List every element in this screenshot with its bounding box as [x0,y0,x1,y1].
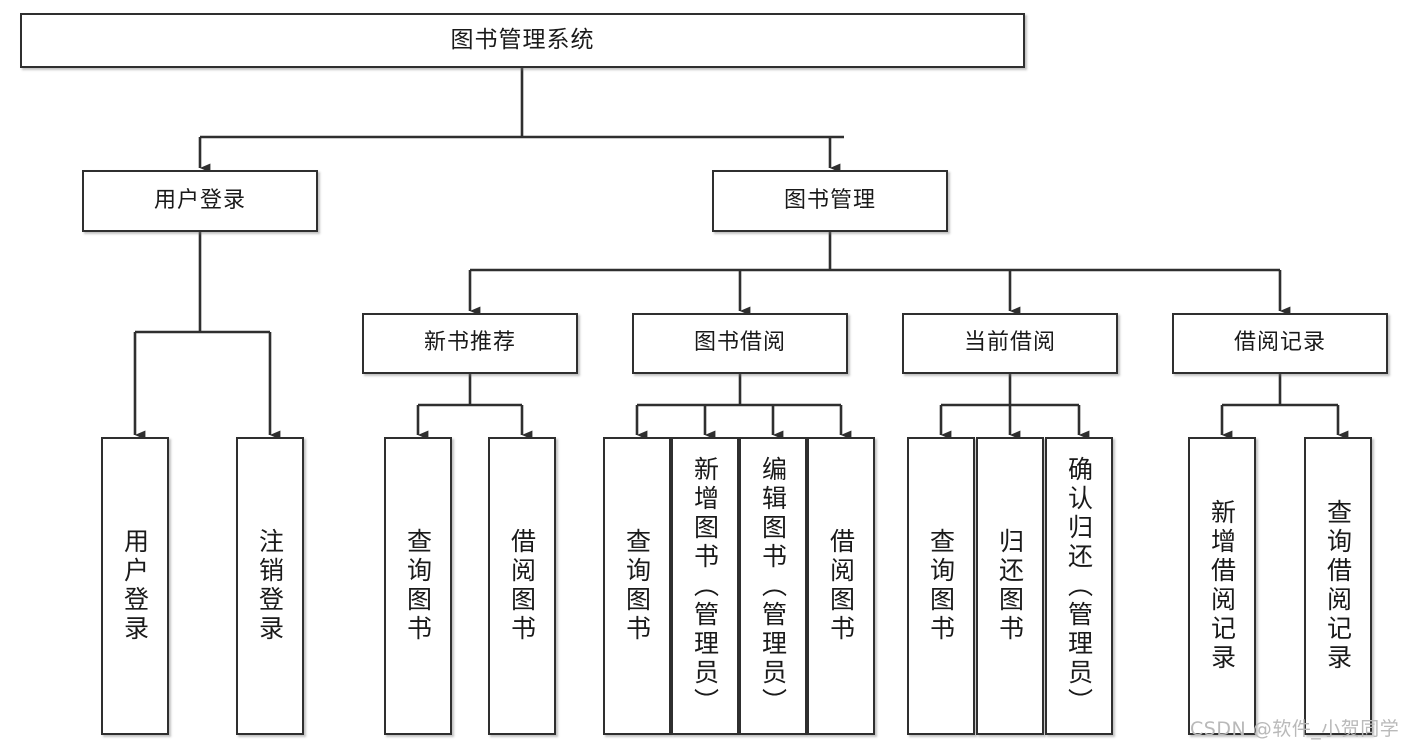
leaf-user-login[interactable]: 用户登录 [101,437,169,735]
node-user-login[interactable]: 用户登录 [82,170,318,232]
watermark: CSDN @软件_小贺同学 [1190,718,1400,740]
leaf-user-logout[interactable]: 注销登录 [236,437,304,735]
leaf-confirm-return-admin[interactable]: 确认归还（管理员） [1045,437,1113,735]
leaf-query-book-recommend[interactable]: 查询图书 [384,437,452,735]
node-book-management[interactable]: 图书管理 [712,170,948,232]
leaf-query-borrow-record[interactable]: 查询借阅记录 [1304,437,1372,735]
node-label: 图书管理系统 [450,27,595,54]
node-label: 当前借阅 [963,330,1056,356]
node-label: 注销登录 [255,528,285,644]
node-label: 借阅记录 [1233,330,1326,356]
node-label: 图书管理 [783,187,876,213]
node-label: 新书推荐 [423,330,516,356]
node-label: 图书借阅 [693,330,786,356]
leaf-edit-book-admin[interactable]: 编辑图书（管理员） [739,437,807,735]
node-borrow-record[interactable]: 借阅记录 [1172,313,1388,374]
node-label: 借阅图书 [826,528,856,644]
node-label: 用户登录 [153,187,246,213]
node-label: 查询图书 [622,528,652,644]
node-label: 新增借阅记录 [1207,499,1237,673]
leaf-query-book-borrow[interactable]: 查询图书 [603,437,671,735]
leaf-add-book-admin[interactable]: 新增图书（管理员） [671,437,739,735]
node-label: 新增图书（管理员） [690,455,720,717]
node-label: 用户登录 [120,528,150,644]
leaf-borrow-book-recommend[interactable]: 借阅图书 [488,437,556,735]
node-root-book-management-system[interactable]: 图书管理系统 [20,13,1025,68]
node-current-borrow[interactable]: 当前借阅 [902,313,1118,374]
leaf-add-borrow-record[interactable]: 新增借阅记录 [1188,437,1256,735]
node-new-book-recommend[interactable]: 新书推荐 [362,313,578,374]
node-label: 查询借阅记录 [1323,499,1353,673]
node-label: 查询图书 [403,528,433,644]
leaf-borrow-book[interactable]: 借阅图书 [807,437,875,735]
node-book-borrow[interactable]: 图书借阅 [632,313,848,374]
node-label: 查询图书 [926,528,956,644]
node-label: 编辑图书（管理员） [758,455,788,717]
node-label: 确认归还（管理员） [1064,455,1094,717]
leaf-return-book[interactable]: 归还图书 [976,437,1044,735]
node-label: 归还图书 [995,528,1025,644]
leaf-query-book-current[interactable]: 查询图书 [907,437,975,735]
node-label: 借阅图书 [507,528,537,644]
